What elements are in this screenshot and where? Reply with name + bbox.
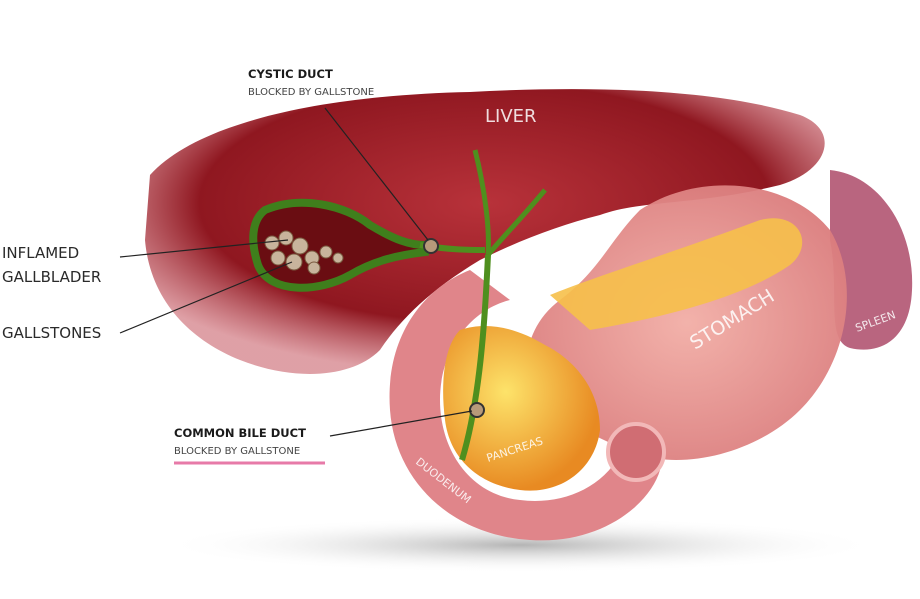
inflamed-gallbladder-label-line2: GALLBLADER <box>2 268 101 286</box>
common-bile-duct <box>459 254 491 461</box>
cystic-duct-stone <box>423 238 439 254</box>
liver <box>145 89 825 374</box>
pylorus <box>606 422 666 482</box>
liver-label: LIVER <box>485 106 537 127</box>
cystic-duct-title: CYSTIC DUCT <box>248 67 333 81</box>
inflamed-gallbladder-label-line1: INFLAMED <box>2 244 79 262</box>
cystic-duct-subtitle: BLOCKED BY GALLSTONE <box>248 87 374 98</box>
gallstones-cluster <box>264 230 344 275</box>
common-bile-duct-title: COMMON BILE DUCT <box>174 426 306 440</box>
hepatic-duct <box>472 149 547 257</box>
spleen <box>830 170 913 350</box>
gallstones-label: GALLSTONES <box>2 324 101 342</box>
pancreas-tail <box>550 218 803 330</box>
leader-lines <box>119 107 473 437</box>
common-bile-duct-subtitle: BLOCKED BY GALLSTONE <box>174 446 300 457</box>
ground-shadow <box>160 517 880 573</box>
bile-duct-stone <box>469 402 485 418</box>
